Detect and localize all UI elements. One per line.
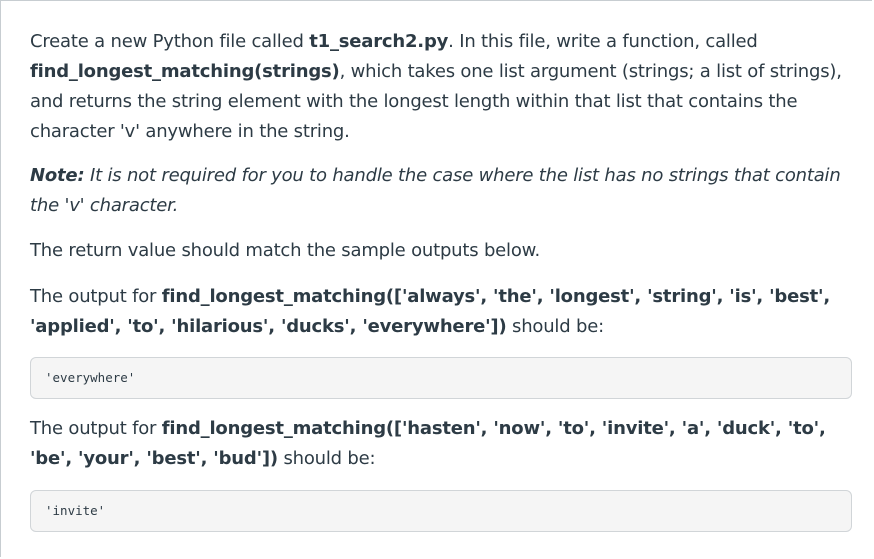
example-1-call: find_longest_matching(['always', 'the', … <box>30 286 830 337</box>
filename: t1_search2.py <box>309 31 449 52</box>
example-2-paragraph: The output for find_longest_matching(['h… <box>30 414 854 474</box>
example-2-prefix: The output for <box>30 418 162 439</box>
instructions-text-1: Create a new Python file called <box>30 31 310 52</box>
instructions-text-3: , which takes one list argument (strings… <box>30 61 842 142</box>
note-text: It is not required for you to handle the… <box>30 165 841 216</box>
instructions-text-2: . In this file, write a function, called <box>448 31 758 52</box>
function-signature: find_longest_matching(strings) <box>30 61 340 82</box>
example-2-output: 'invite' <box>30 490 852 532</box>
example-1-paragraph: The output for find_longest_matching(['a… <box>30 282 854 342</box>
example-1-suffix: should be: <box>506 316 604 337</box>
example-2-suffix: should be: <box>277 448 376 469</box>
return-value-paragraph: The return value should match the sample… <box>30 240 541 261</box>
note-paragraph: Note: It is not required for you to hand… <box>30 161 854 221</box>
example-1-prefix: The output for <box>30 286 162 307</box>
instructions-paragraph: Create a new Python file called t1_searc… <box>30 27 854 147</box>
example-1-output: 'everywhere' <box>30 357 852 399</box>
note-label: Note: <box>30 165 85 186</box>
example-2-call: find_longest_matching(['hasten', 'now', … <box>30 418 826 469</box>
